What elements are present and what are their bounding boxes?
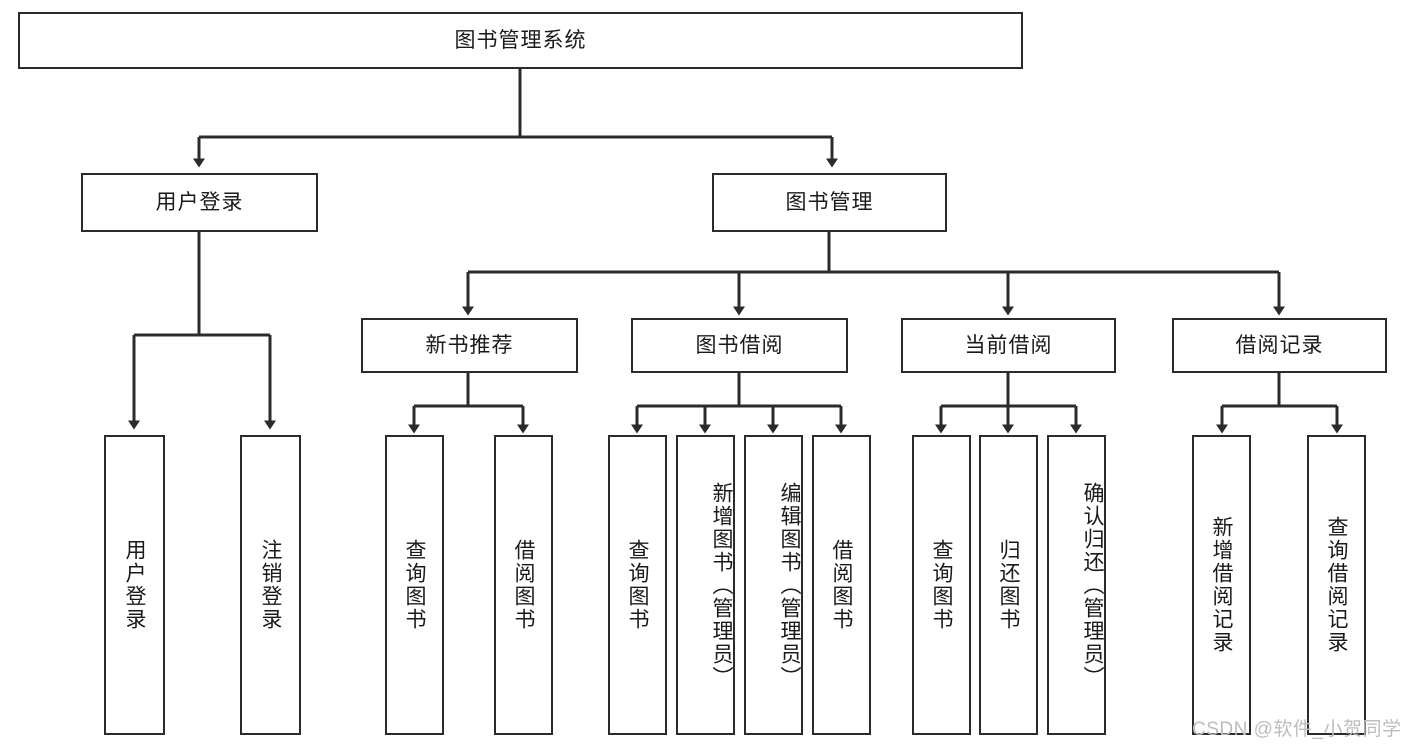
node-borrow-record[interactable]: 借阅记录 <box>1172 318 1387 373</box>
leaf-borrow-book-bw-label: 借阅图书 <box>830 539 854 631</box>
leaf-logout-label: 注销登录 <box>259 539 283 631</box>
leaf-borrow-book-nb[interactable]: 借阅图书 <box>494 435 553 735</box>
node-book-management[interactable]: 图书管理 <box>712 173 947 232</box>
node-root[interactable]: 图书管理系统 <box>18 12 1023 69</box>
leaf-confirm-return-admin-label: 确认归还（管理员） <box>1081 481 1104 689</box>
leaf-return-book[interactable]: 归还图书 <box>979 435 1038 735</box>
leaf-add-borrow-record-label: 新增借阅记录 <box>1210 516 1234 654</box>
leaf-add-book-admin-label: 新增图书（管理员） <box>710 481 733 689</box>
leaf-query-book-bw-label: 查询图书 <box>626 539 650 631</box>
leaf-logout[interactable]: 注销登录 <box>240 435 301 735</box>
node-current-borrow-label: 当前借阅 <box>964 333 1053 357</box>
leaf-user-login-label: 用户登录 <box>123 539 147 631</box>
leaf-add-book-admin[interactable]: 新增图书（管理员） <box>676 435 735 735</box>
leaf-user-login[interactable]: 用户登录 <box>104 435 165 735</box>
leaf-borrow-book-bw[interactable]: 借阅图书 <box>812 435 871 735</box>
node-book-borrow-label: 图书借阅 <box>695 333 784 357</box>
leaf-query-borrow-record-label: 查询借阅记录 <box>1325 516 1349 654</box>
leaf-query-book-nb[interactable]: 查询图书 <box>385 435 444 735</box>
leaf-query-book-cb[interactable]: 查询图书 <box>912 435 971 735</box>
node-book-borrow[interactable]: 图书借阅 <box>631 318 848 373</box>
leaf-edit-book-admin[interactable]: 编辑图书（管理员） <box>744 435 803 735</box>
node-borrow-record-label: 借阅记录 <box>1235 333 1324 357</box>
node-book-management-label: 图书管理 <box>785 190 874 214</box>
watermark: CSDN @软件_小贺同学 <box>1192 719 1402 740</box>
leaf-query-book-cb-label: 查询图书 <box>930 539 954 631</box>
leaf-query-book-nb-label: 查询图书 <box>403 539 427 631</box>
leaf-add-borrow-record[interactable]: 新增借阅记录 <box>1192 435 1251 735</box>
leaf-borrow-book-nb-label: 借阅图书 <box>512 539 536 631</box>
node-new-book-recommend-label: 新书推荐 <box>425 333 514 357</box>
leaf-confirm-return-admin[interactable]: 确认归还（管理员） <box>1047 435 1106 735</box>
leaf-query-book-bw[interactable]: 查询图书 <box>608 435 667 735</box>
node-user-login-label: 用户登录 <box>155 190 244 214</box>
leaf-edit-book-admin-label: 编辑图书（管理员） <box>778 481 801 689</box>
leaf-return-book-label: 归还图书 <box>997 539 1021 631</box>
node-user-login[interactable]: 用户登录 <box>81 173 318 232</box>
leaf-query-borrow-record[interactable]: 查询借阅记录 <box>1307 435 1366 735</box>
node-new-book-recommend[interactable]: 新书推荐 <box>361 318 578 373</box>
node-root-label: 图书管理系统 <box>454 28 587 52</box>
node-current-borrow[interactable]: 当前借阅 <box>901 318 1116 373</box>
